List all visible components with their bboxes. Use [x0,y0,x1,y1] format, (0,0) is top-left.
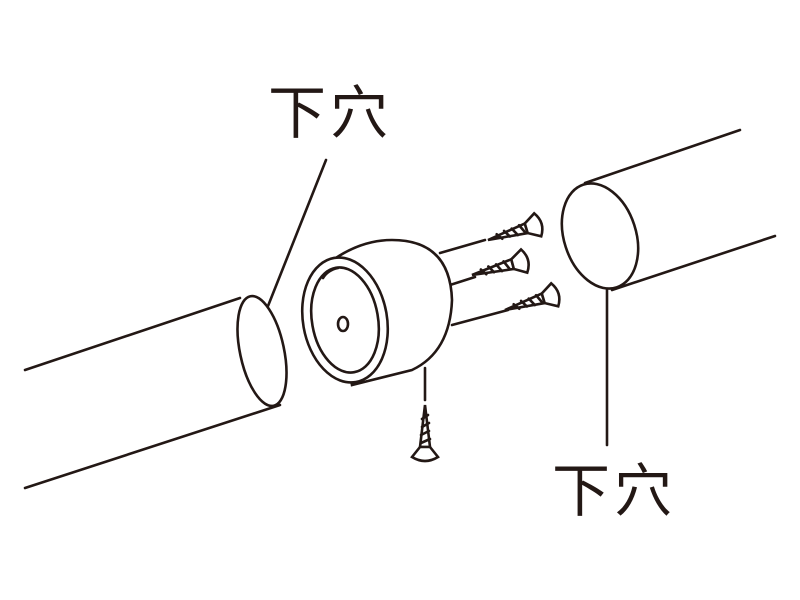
screw-vertical [410,404,440,463]
screw-middle [471,247,530,277]
pilot-hole-label-right: 下穴 [552,457,677,525]
screw-bottom [504,281,561,312]
screw-guide-lines [423,238,510,402]
right-pipe [560,128,777,292]
screw-hole [336,315,350,333]
screw-top [487,211,544,242]
left-pipe [23,294,288,490]
pilot-hole-label-left: 下穴 [268,79,393,147]
end-cap [300,238,454,387]
leader-line-left [266,158,328,308]
